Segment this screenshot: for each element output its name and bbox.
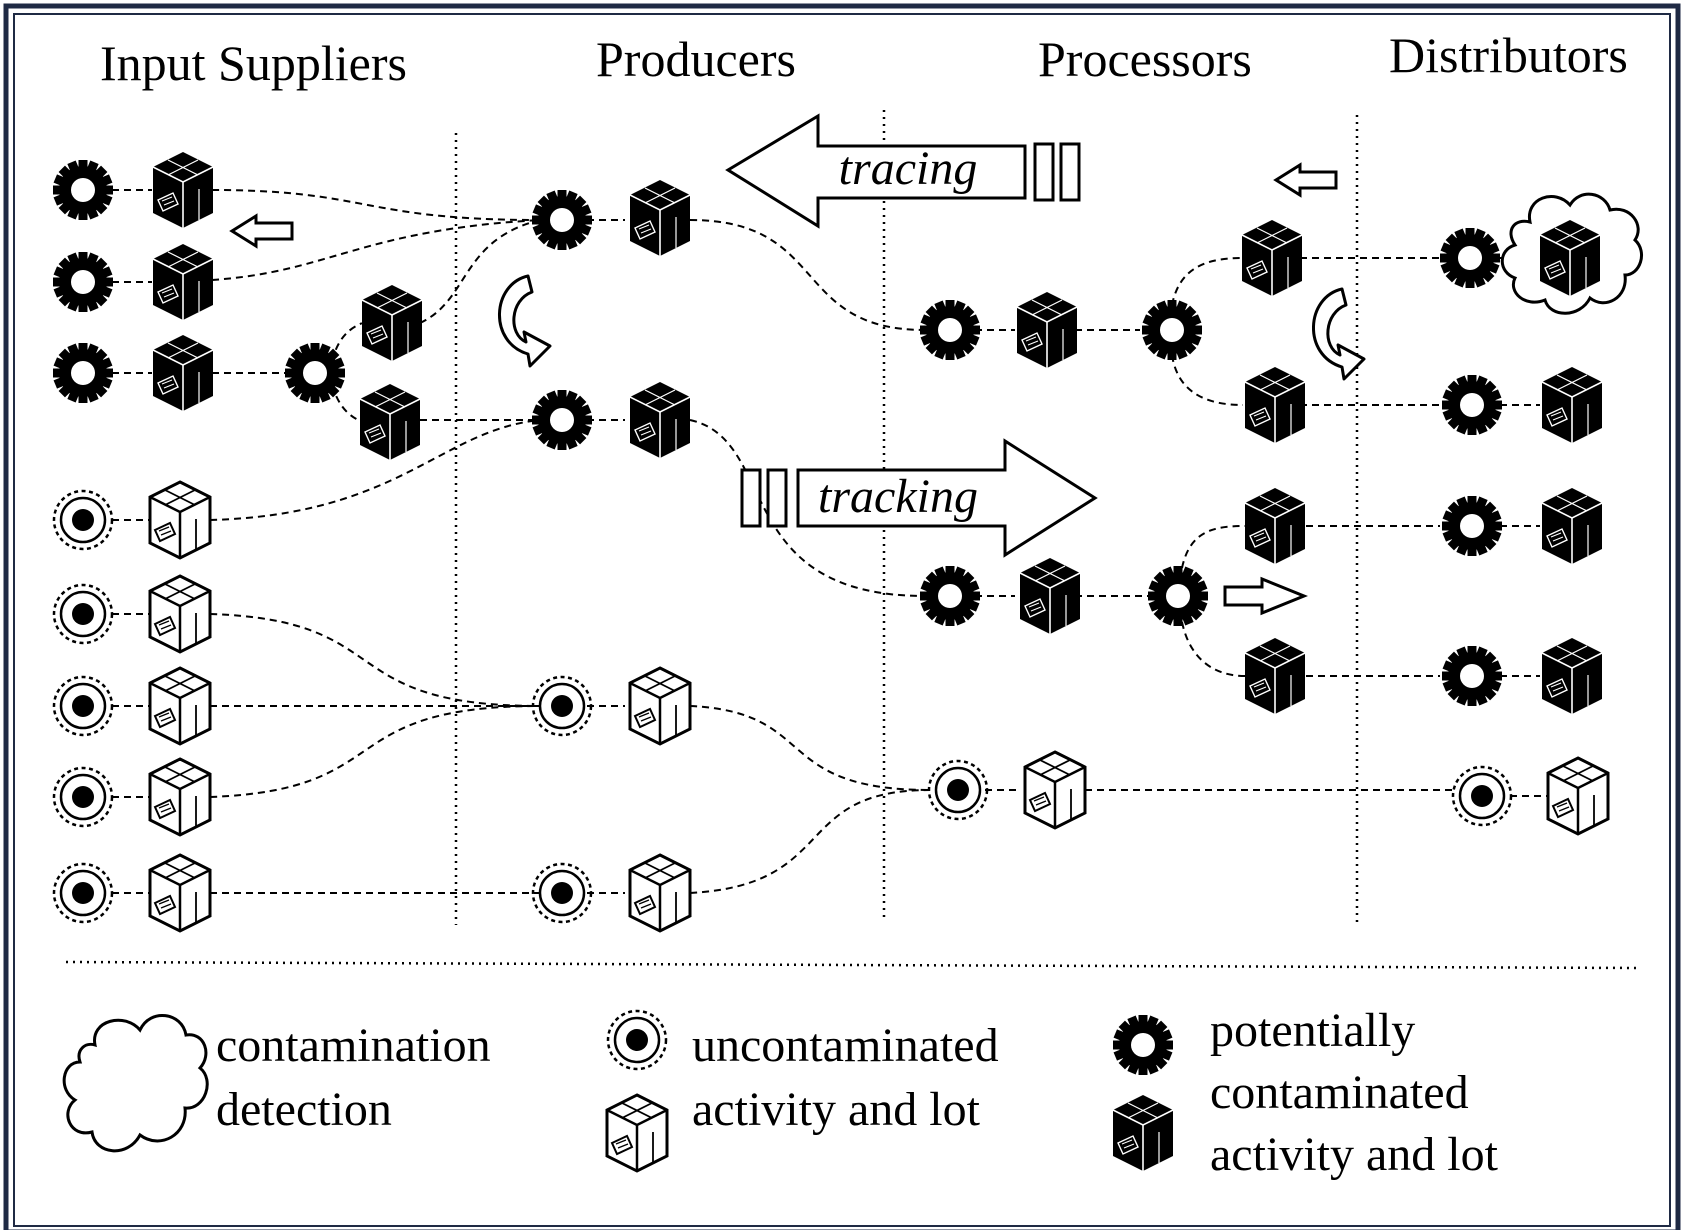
lot-box-icon: [152, 334, 214, 412]
gear-icon: [285, 343, 345, 403]
gear-icon: [920, 300, 980, 360]
gear-icon: [53, 343, 113, 403]
gear-icon: [53, 252, 113, 312]
column-header-input-suppliers: Input Suppliers: [100, 35, 407, 91]
lot-box-icon: [152, 243, 214, 321]
input-suppliers-nodes: [52, 151, 423, 933]
producers-nodes: [531, 179, 692, 933]
column-header-processors: Processors: [1038, 31, 1252, 87]
gear-icon: [52, 489, 114, 551]
connections: [112, 189, 1548, 894]
rotate-arrow-icon: [497, 274, 552, 368]
gear-icon: [1142, 300, 1202, 360]
legend-clean: uncontaminated activity and lot: [692, 1014, 999, 1142]
gear-icon: [532, 390, 592, 450]
column-header-producers: Producers: [596, 31, 796, 87]
gear-icon: [1148, 566, 1208, 626]
gear-icon: [1442, 375, 1502, 435]
gear-icon: [531, 862, 593, 924]
lot-box-icon: [1541, 366, 1603, 444]
lot-box-icon: [1244, 637, 1306, 715]
lot-box-icon: [1541, 487, 1603, 565]
distributors-nodes: [1440, 192, 1643, 836]
outer-frame: [3, 3, 1681, 1230]
lot-box-icon: [1546, 756, 1610, 836]
legend-contaminated-line3: activity and lot: [1210, 1128, 1498, 1181]
lot-box-icon: [628, 666, 692, 746]
lot-box-icon: [152, 151, 214, 229]
gear-icon: [1113, 1015, 1173, 1075]
gear-icon: [532, 190, 592, 250]
lot-box-icon: [1244, 366, 1306, 444]
gear-icon: [1440, 228, 1500, 288]
lot-box-icon: [1541, 637, 1603, 715]
legend-contaminated-line1: potentially: [1210, 1004, 1416, 1057]
legend-contaminated: potentially contaminated activity and lo…: [1210, 1000, 1498, 1186]
gear-icon: [52, 675, 114, 737]
tracing-arrow: tracing: [725, 113, 1081, 229]
arrow-icon: [1274, 163, 1338, 197]
lot-box-icon: [629, 179, 691, 257]
column-header-distributors: Distributors: [1389, 27, 1628, 83]
legend-detection-line1: contamination: [216, 1019, 491, 1072]
tracing-label: tracing: [839, 142, 978, 195]
gear-icon: [52, 862, 114, 924]
lot-box-icon: [628, 853, 692, 933]
legend-contaminated-line2: contaminated: [1210, 1066, 1469, 1119]
arrow-icon: [230, 214, 294, 248]
legend-detection-line2: detection: [216, 1083, 392, 1136]
gear-icon: [52, 583, 114, 645]
gear-icon: [531, 675, 593, 737]
tracking-arrow: tracking: [740, 438, 1098, 558]
gear-icon: [52, 766, 114, 828]
gear-icon: [927, 759, 989, 821]
gear-icon: [1442, 646, 1502, 706]
gear-icon: [1451, 765, 1513, 827]
lot-box-icon: [1023, 750, 1087, 830]
legend-clean-line1: uncontaminated: [692, 1019, 999, 1072]
tracking-label: tracking: [818, 470, 978, 523]
column-separators: [454, 110, 1359, 925]
lot-box-icon: [1016, 291, 1078, 369]
lot-box-icon: [148, 757, 212, 837]
lot-box-icon: [361, 284, 423, 362]
lot-box-icon: [605, 1093, 669, 1173]
arrow-icon: [1223, 576, 1308, 616]
gear-icon: [920, 566, 980, 626]
lot-box-icon: [359, 383, 421, 461]
lot-box-icon: [1244, 487, 1306, 565]
lot-box-icon: [1112, 1094, 1174, 1172]
lot-box-icon: [1241, 219, 1303, 297]
legend-detection: contamination detection: [216, 1014, 491, 1142]
lot-box-icon: [148, 480, 212, 560]
lot-box-icon: [148, 574, 212, 654]
gear-icon: [1442, 496, 1502, 556]
gear-icon: [606, 1009, 668, 1071]
lot-box-icon: [629, 381, 691, 459]
lot-box-icon: [1019, 557, 1081, 635]
cloud-icon: [62, 1013, 209, 1153]
legend-clean-line2: activity and lot: [692, 1083, 980, 1136]
lot-box-icon: [148, 853, 212, 933]
legend-separator: [65, 960, 1641, 970]
lot-box-icon: [1539, 219, 1601, 297]
gear-icon: [53, 160, 113, 220]
lot-box-icon: [148, 666, 212, 746]
